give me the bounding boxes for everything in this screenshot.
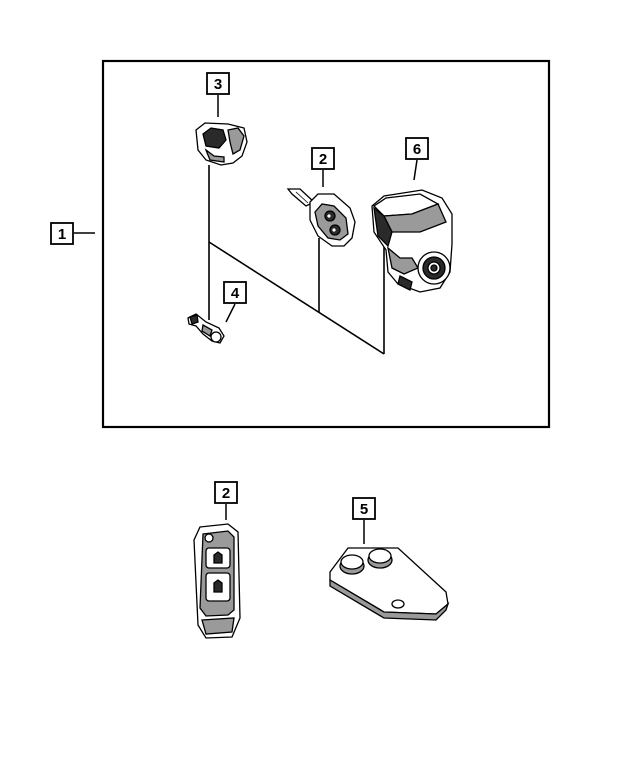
callout-3-label: 3 [214,76,222,93]
callout-5[interactable]: 5 [352,497,376,544]
callout-2-kit-label: 2 [319,151,327,168]
callout-5-label: 5 [360,501,368,518]
callout-2-kit[interactable]: 2 [311,147,335,187]
callout-2-loose-label: 2 [222,485,230,502]
lock-cylinder-small [187,313,225,344]
receiver-module [371,189,453,293]
callout-6[interactable]: 6 [405,137,429,181]
callout-2-loose[interactable]: 2 [214,481,238,520]
ignition-lock-cylinder [195,122,248,166]
callout-4[interactable]: 4 [223,281,247,323]
assembly-lines [208,165,385,355]
callout-3[interactable]: 3 [206,72,230,117]
callout-6-label: 6 [413,141,421,158]
keypad-pad [329,547,450,621]
callout-1[interactable]: 1 [50,222,95,245]
flip-key-fob [193,523,241,639]
callout-1-label: 1 [58,226,66,243]
kit-frame [101,59,551,429]
key-fob-kit [286,188,356,247]
callout-4-label: 4 [231,285,240,302]
